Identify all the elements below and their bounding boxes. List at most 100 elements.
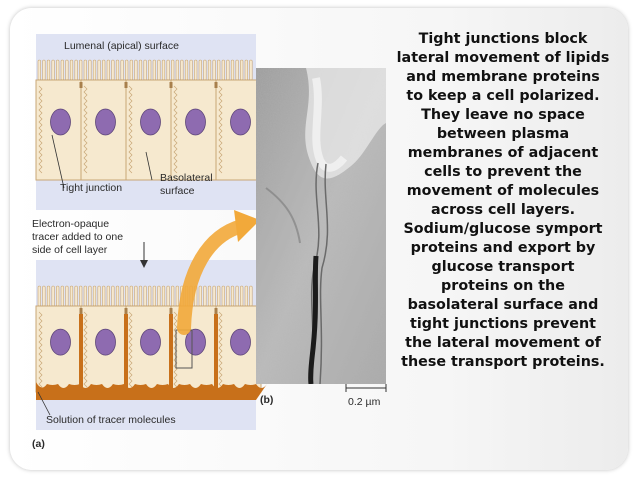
bottom-microvilli	[37, 285, 253, 307]
microvillus	[166, 59, 170, 81]
microvillus	[92, 285, 97, 307]
nucleus	[95, 108, 116, 136]
microvillus	[138, 285, 143, 307]
microvillus	[83, 59, 87, 81]
microvillus	[111, 59, 115, 81]
lateral-membrane	[173, 85, 178, 174]
panel-b-letter: (b)	[260, 394, 274, 406]
nucleus	[50, 108, 71, 136]
microvillus	[203, 285, 207, 307]
microvillus	[111, 285, 115, 307]
epithelium-diagram	[35, 34, 267, 430]
microvillus	[46, 59, 51, 81]
scale-bar	[345, 384, 387, 392]
zoom-arrow-head	[234, 210, 260, 242]
lateral-membrane	[38, 311, 43, 388]
microvillus	[166, 285, 170, 307]
electron-micrograph	[256, 68, 386, 384]
microvillus	[221, 59, 225, 81]
epithelial-cell	[215, 79, 262, 181]
tracer-text-1: Electron-opaque	[32, 218, 110, 230]
tracer-text-2: tracer added to one	[32, 231, 124, 243]
nucleus	[140, 328, 161, 356]
microvillus	[161, 59, 166, 81]
microvillus	[175, 285, 179, 307]
microvillus	[120, 285, 124, 307]
lateral-membrane	[218, 311, 223, 388]
microvillus	[115, 59, 120, 81]
microvillus	[217, 285, 221, 307]
microvillus	[171, 285, 175, 307]
tight-junction-label: Tight junction	[60, 182, 123, 194]
panel-a-letter: (a)	[32, 438, 45, 450]
nucleus	[230, 108, 251, 136]
solution-leader	[37, 391, 51, 416]
microvillus	[69, 59, 74, 81]
microvillus	[115, 285, 120, 307]
microvillus	[240, 285, 244, 307]
microvillus	[46, 285, 51, 307]
nucleus	[140, 108, 161, 136]
tracer-layer	[36, 382, 267, 400]
microvillus	[134, 285, 138, 307]
microvillus	[51, 59, 55, 81]
microvillus	[207, 285, 212, 307]
microvillus	[148, 59, 152, 81]
microvillus	[125, 285, 129, 307]
microvillus	[226, 59, 230, 81]
top-microvilli	[37, 59, 253, 81]
tight-junction-leader	[51, 134, 65, 189]
microvillus	[74, 285, 78, 307]
basolateral-label-2: surface	[160, 185, 195, 197]
microvillus	[161, 285, 166, 307]
microvillus	[60, 285, 64, 307]
micrograph-image	[256, 68, 386, 384]
microvillus	[120, 59, 124, 81]
microvillus	[171, 59, 175, 81]
microvillus	[65, 285, 69, 307]
tight-junction-mark	[79, 308, 83, 314]
tight-junction-mark	[124, 82, 128, 88]
microvillus	[235, 59, 239, 81]
basolateral-leader	[145, 151, 153, 181]
microvillus	[249, 285, 253, 307]
microvillus	[106, 59, 110, 81]
tracer-channel	[214, 314, 218, 396]
tight-junction-mark	[169, 82, 173, 88]
microvillus	[212, 285, 216, 307]
microvillus	[194, 59, 198, 81]
bottom-cell-row	[35, 305, 262, 396]
microvillus	[203, 59, 207, 81]
microvillus	[129, 59, 133, 81]
nucleus	[95, 328, 116, 356]
tracer-text-3: side of cell layer	[32, 244, 108, 256]
microvillus	[198, 59, 202, 81]
basolateral-label-1: Basolateral	[160, 172, 213, 184]
microvillus	[97, 59, 101, 81]
lateral-membrane	[218, 85, 223, 174]
microvillus	[244, 59, 248, 81]
zoom-arrow-body	[177, 219, 249, 335]
microvillus	[249, 59, 253, 81]
microvillus	[230, 285, 235, 307]
apical-surface-label: Lumenal (apical) surface	[64, 40, 179, 52]
microvillus	[157, 285, 161, 307]
tight-junction-mark	[79, 82, 83, 88]
figure-panel-a: Lumenal (apical) surface Tight junction …	[24, 20, 404, 460]
microvillus	[106, 285, 110, 307]
nucleus	[50, 328, 71, 356]
nucleus	[185, 328, 206, 356]
microvillus	[79, 59, 83, 81]
lateral-membrane	[83, 85, 88, 174]
microvillus	[180, 59, 184, 81]
microvillus	[65, 59, 69, 81]
tight-junction-mark	[214, 82, 218, 88]
microvillus	[69, 285, 74, 307]
microvillus	[235, 285, 239, 307]
lateral-membrane	[128, 85, 133, 174]
microvillus	[37, 285, 41, 307]
microvillus	[212, 59, 216, 81]
microvillus	[207, 59, 212, 81]
scale-bar-label: 0.2 µm	[348, 396, 381, 408]
microvillus	[226, 285, 230, 307]
